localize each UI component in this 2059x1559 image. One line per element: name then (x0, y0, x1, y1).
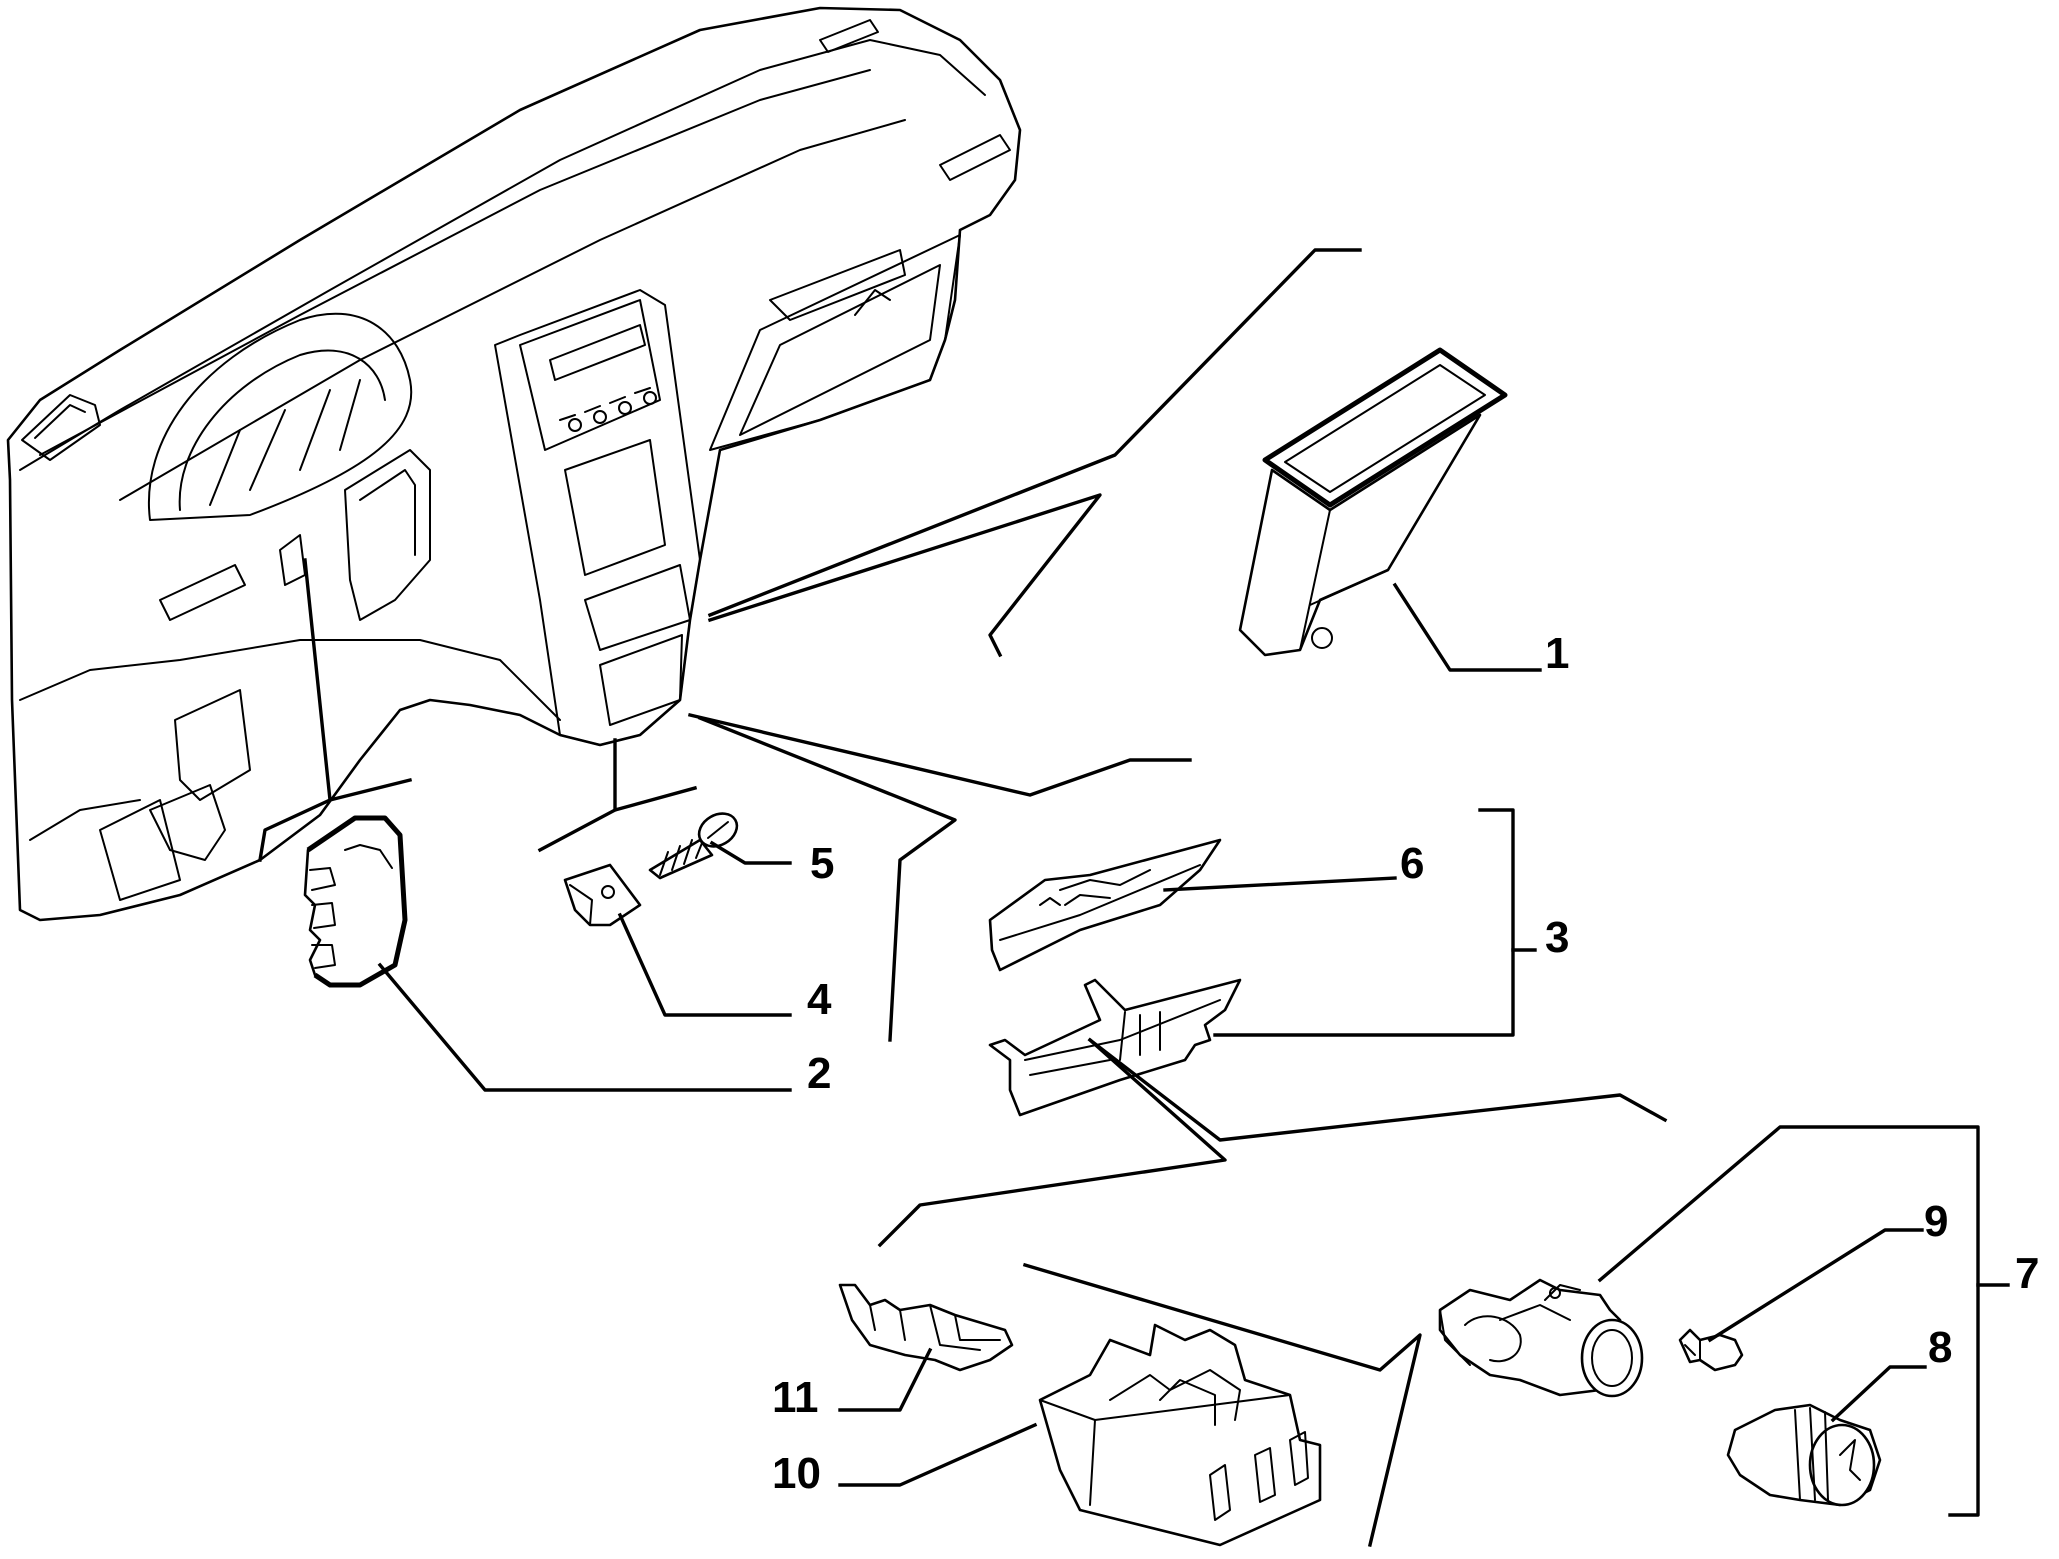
callout-9: 9 (1924, 1197, 1948, 1246)
part-1-storage-tray (1238, 347, 1508, 657)
callout-2: 2 (807, 1049, 831, 1098)
callout-4: 4 (807, 975, 832, 1024)
callout-labels: 1 2 3 4 5 6 7 8 9 10 11 (772, 629, 2039, 1498)
callout-6: 6 (1400, 839, 1424, 888)
part-7-lighter-socket (1438, 1278, 1644, 1398)
leader-lines (377, 582, 2010, 1517)
part-2-switch-cover (303, 815, 408, 988)
part-5-screw (648, 812, 739, 880)
part-10-connector-housing (1038, 1323, 1322, 1547)
callout-8: 8 (1928, 1323, 1952, 1372)
part-9-bulb (1678, 1328, 1744, 1372)
callout-1: 1 (1545, 629, 1569, 678)
part-6-upper-plate (988, 838, 1222, 972)
callout-7: 7 (2015, 1249, 2039, 1298)
callout-11: 11 (772, 1373, 819, 1422)
dashboard-illustration (6, 6, 1022, 922)
callout-3: 3 (1545, 913, 1569, 962)
part-3-lower-cradle (988, 978, 1242, 1117)
part-11-terminal (838, 1283, 1014, 1372)
callout-5: 5 (810, 839, 834, 888)
guide-lines (258, 248, 1668, 1548)
part-4-clip (563, 863, 642, 927)
part-8-lighter-plug (1726, 1403, 1882, 1507)
callout-10: 10 (772, 1449, 821, 1498)
